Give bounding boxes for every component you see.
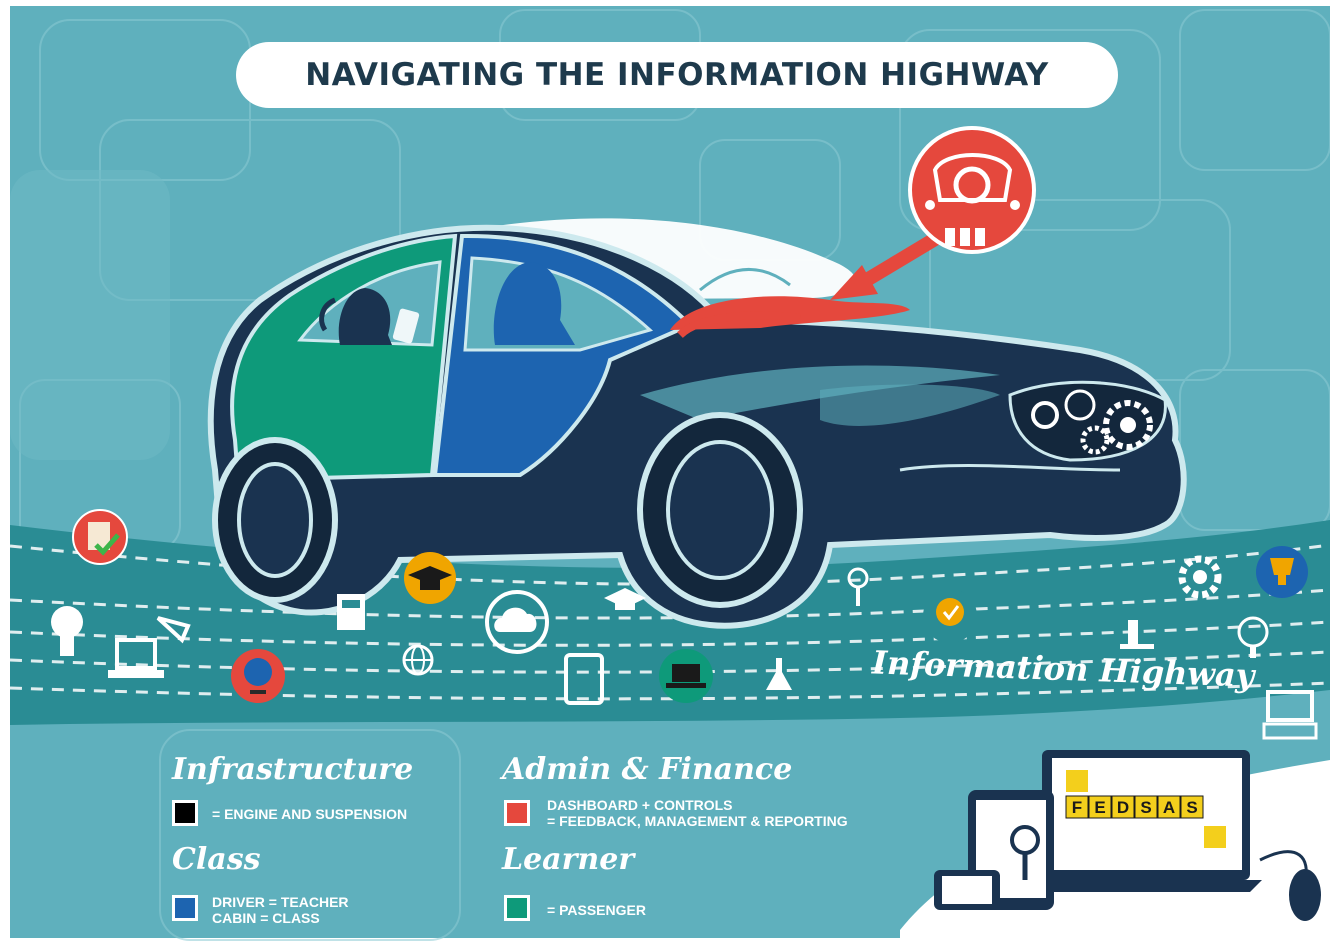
brand-letter: F bbox=[1072, 798, 1082, 817]
steering-wheel-icon bbox=[953, 166, 991, 204]
brand-letter-box bbox=[1088, 795, 1112, 819]
calculator-icon bbox=[337, 594, 365, 630]
microscope-icon bbox=[1120, 620, 1154, 649]
computer-icon bbox=[1262, 690, 1318, 740]
legend-text-admin-2: = FEEDBACK, MANAGEMENT & REPORTING bbox=[547, 813, 848, 829]
search-icon bbox=[1010, 825, 1040, 855]
legend-heading-learner: Learner bbox=[502, 842, 635, 877]
brand-letter: S bbox=[1140, 798, 1151, 817]
laptop-icon bbox=[108, 638, 164, 678]
brand-letter-box bbox=[1180, 795, 1204, 819]
page-title: NAVIGATING THE INFORMATION HIGHWAY bbox=[305, 57, 1049, 93]
brand-letter-box bbox=[1065, 795, 1089, 819]
dashboard-callout bbox=[830, 126, 1036, 300]
title-banner: NAVIGATING THE INFORMATION HIGHWAY bbox=[236, 42, 1118, 108]
legend-text-infrastructure: = ENGINE AND SUSPENSION bbox=[212, 806, 408, 822]
legend-text-learner: = PASSENGER bbox=[547, 902, 646, 918]
brand-letter: A bbox=[1163, 798, 1175, 817]
cloud-icon bbox=[485, 590, 549, 654]
legend-text-admin-1: DASHBOARD + CONTROLS bbox=[547, 797, 733, 813]
magnifier-icon bbox=[847, 567, 869, 606]
brand-letter-box bbox=[1111, 795, 1135, 819]
brand-letter-box bbox=[1157, 795, 1181, 819]
protractor-icon bbox=[156, 616, 191, 644]
mortarboard-icon bbox=[604, 588, 646, 610]
lightbulb-icon bbox=[51, 606, 83, 656]
globe-grid-icon bbox=[402, 644, 434, 676]
legend-text-class-1: DRIVER = TEACHER bbox=[212, 894, 349, 910]
fedsas-logo bbox=[1066, 770, 1226, 848]
legend-heading-infrastructure: Infrastructure bbox=[172, 752, 414, 787]
rear-wheel bbox=[212, 437, 338, 603]
trophy-icon bbox=[1256, 546, 1308, 598]
legend-heading-class: Class bbox=[172, 842, 261, 877]
legend-heading-admin: Admin & Finance bbox=[502, 752, 793, 787]
tablet-icon bbox=[564, 653, 604, 705]
brand-letter: E bbox=[1094, 798, 1105, 817]
brand-letter-box bbox=[1134, 795, 1158, 819]
gear-wheel-icon bbox=[1178, 555, 1222, 599]
monitor bbox=[1030, 750, 1262, 892]
front-wheel bbox=[637, 412, 803, 608]
legend-swatch-admin bbox=[504, 800, 530, 826]
laptop-dark-icon bbox=[659, 649, 713, 703]
brand-letter: D bbox=[1117, 798, 1129, 817]
document-check-icon bbox=[72, 509, 128, 565]
legend-swatch-learner bbox=[504, 895, 530, 921]
globe-icon bbox=[231, 649, 285, 703]
legend-swatch-infrastructure bbox=[172, 800, 198, 826]
graduation-cap-icon bbox=[404, 552, 456, 604]
phone-device bbox=[934, 870, 1000, 910]
flask-icon bbox=[766, 658, 792, 690]
globe-stand-icon bbox=[1237, 616, 1269, 658]
tablet-device bbox=[968, 790, 1054, 910]
legend-text-class-2: CABIN = CLASS bbox=[212, 910, 320, 926]
gear-icon bbox=[1031, 401, 1059, 429]
car bbox=[207, 224, 1187, 629]
legend-swatch-class bbox=[172, 895, 198, 921]
brand-letter: S bbox=[1186, 798, 1197, 817]
mouse-device bbox=[1259, 850, 1321, 921]
medal-icon bbox=[923, 589, 977, 643]
